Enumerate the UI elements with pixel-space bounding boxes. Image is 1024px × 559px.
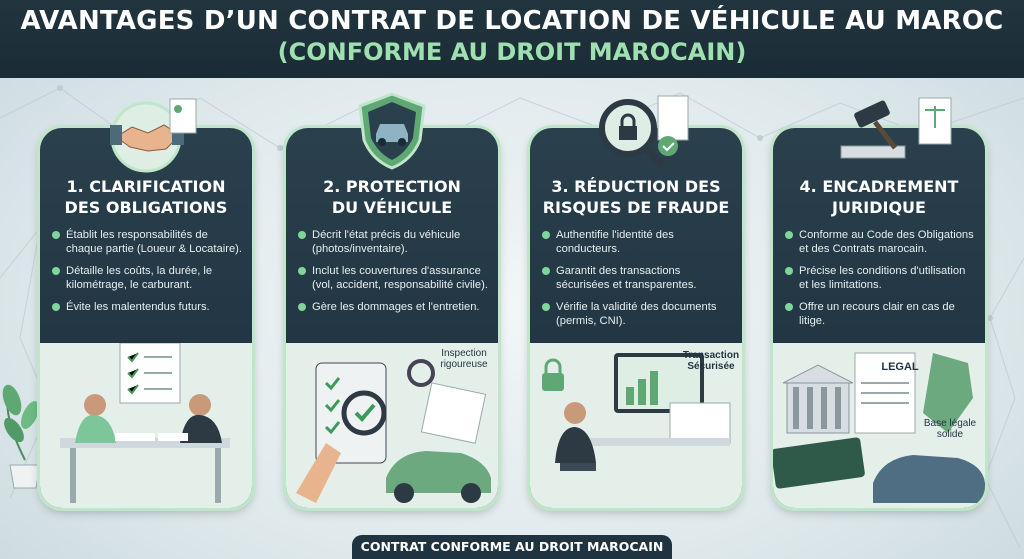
bullet-list: Authentifie l'identité des conducteurs. … xyxy=(542,228,732,336)
card-heading-line2: JURIDIQUE xyxy=(832,198,926,217)
bullet-list: Établit les responsabilités de chaque pa… xyxy=(52,228,242,322)
list-item: Conforme au Code des Obligations et des … xyxy=(785,228,975,256)
list-item: Garantit des transactions sécurisées et … xyxy=(542,264,732,292)
bullet-list: Décrit l'état précis du véhicule (photos… xyxy=(298,228,488,322)
card-heading: 4. ENCADREMENT JURIDIQUE xyxy=(773,176,985,218)
list-item: Évite les malentendus futurs. xyxy=(52,300,242,314)
list-item: Établit les responsabilités de chaque pa… xyxy=(52,228,242,256)
legal-doc-label: LEGAL xyxy=(881,361,919,373)
list-item: Précise les conditions d'utilisation et … xyxy=(785,264,975,292)
list-item: Inclut les couvertures d'assurance (vol,… xyxy=(298,264,488,292)
card-heading: 1. CLARIFICATION DES OBLIGATIONS xyxy=(40,176,252,218)
list-item: Authentifie l'identité des conducteurs. xyxy=(542,228,732,256)
card-heading-line2: DES OBLIGATIONS xyxy=(64,198,228,217)
page-title: AVANTAGES D’UN CONTRAT DE LOCATION DE VÉ… xyxy=(20,6,1004,36)
card-heading: 3. RÉDUCTION DES RISQUES DE FRAUDE xyxy=(530,176,742,218)
list-item: Vérifie la validité des documents (permi… xyxy=(542,300,732,328)
page-subtitle: (CONFORME AU DROIT MAROCAIN) xyxy=(277,38,747,66)
card-heading-line2: RISQUES DE FRAUDE xyxy=(542,198,730,217)
card-protection: 2. PROTECTION DU VÉHICULE Décrit l'état … xyxy=(286,128,498,508)
inspection-scene-illustration xyxy=(286,343,498,508)
meeting-scene-illustration xyxy=(40,343,252,508)
list-item: Gère les dommages et l'entretien. xyxy=(298,300,488,314)
shield-car-icon xyxy=(358,92,426,170)
list-item: Décrit l'état précis du véhicule (photos… xyxy=(298,228,488,256)
gavel-icon xyxy=(840,97,952,159)
card-heading: 2. PROTECTION DU VÉHICULE xyxy=(286,176,498,218)
card-legal: 4. ENCADREMENT JURIDIQUE Conforme au Cod… xyxy=(773,128,985,508)
bullet-list: Conforme au Code des Obligations et des … xyxy=(785,228,975,336)
legal-scene-illustration xyxy=(773,343,985,508)
card-clarification: 1. CLARIFICATION DES OBLIGATIONS Établit… xyxy=(40,128,252,508)
card-heading-line1: 2. PROTECTION xyxy=(323,177,461,196)
footer-banner: CONTRAT CONFORME AU DROIT MAROCAIN xyxy=(352,535,672,559)
card-fraud: 3. RÉDUCTION DES RISQUES DE FRAUDE Authe… xyxy=(530,128,742,508)
handshake-icon xyxy=(110,98,197,173)
card-heading-line2: DU VÉHICULE xyxy=(331,198,453,217)
card-heading-line1: 4. ENCADREMENT xyxy=(799,177,959,196)
security-desk-illustration xyxy=(530,343,742,508)
plant-icon xyxy=(2,384,41,489)
card-heading-line1: 1. CLARIFICATION xyxy=(66,177,226,196)
card-heading-line1: 3. RÉDUCTION DES xyxy=(551,177,721,196)
list-item: Offre un recours clair en cas de litige. xyxy=(785,300,975,328)
list-item: Détaille les coûts, la durée, le kilomét… xyxy=(52,264,242,292)
header-banner: AVANTAGES D’UN CONTRAT DE LOCATION DE VÉ… xyxy=(0,0,1024,78)
magnifier-lock-icon xyxy=(599,95,689,169)
